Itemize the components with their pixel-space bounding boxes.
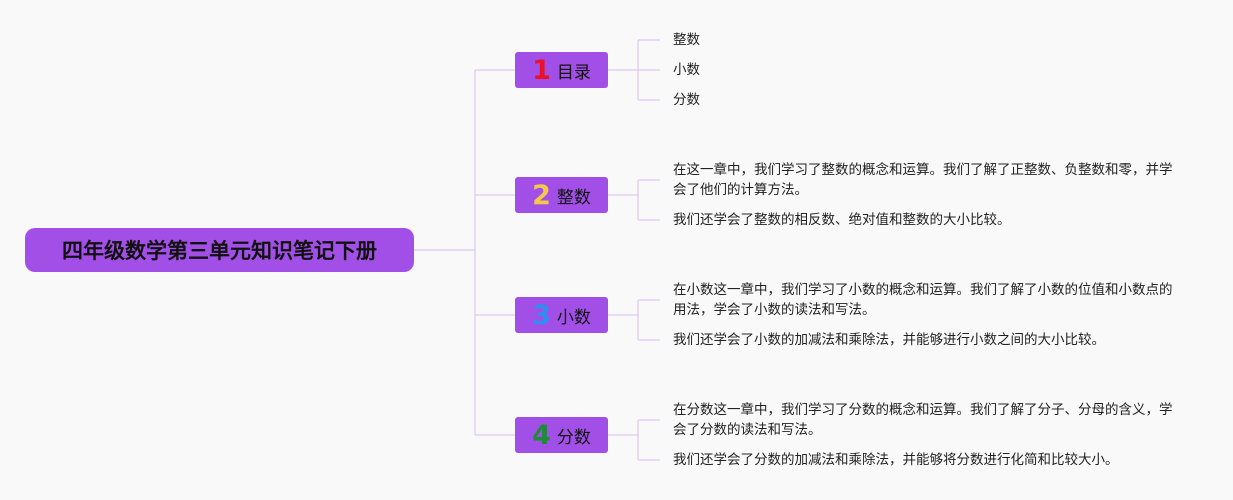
leaf-2-1[interactable]: 在这一章中，我们学习了整数的概念和运算。我们了解了正整数、负整数和零，并学会了他… [673, 162, 1173, 198]
branch-label-4: 分数 [556, 427, 591, 448]
leaf-2-2[interactable]: 我们还学会了整数的相反数、绝对值和整数的大小比较。 [673, 212, 1011, 228]
leaf-1-3[interactable]: 分数 [673, 92, 700, 108]
branch-label-2: 整数 [556, 187, 591, 208]
leaf-4-1[interactable]: 在分数这一章中，我们学习了分数的概念和运算。我们了解了分子、分母的含义，学会了分… [673, 402, 1173, 438]
leaf-3-2[interactable]: 我们还学会了小数的加减法和乘除法，并能够进行小数之间的大小比较。 [673, 332, 1105, 348]
branch-number-2: 2 [532, 179, 551, 211]
root-node[interactable]: 四年级数学第三单元知识笔记下册 [25, 228, 414, 272]
leaf-4-2[interactable]: 我们还学会了分数的加减法和乘除法，并能够将分数进行化简和比较大小。 [673, 452, 1119, 468]
branch-node-3[interactable]: 3 小数 [515, 297, 608, 333]
branch-number-4: 4 [532, 419, 551, 451]
root-title: 四年级数学第三单元知识笔记下册 [62, 239, 377, 263]
branch-node-2[interactable]: 2 整数 [515, 177, 608, 213]
branch-label-3: 小数 [556, 307, 591, 328]
branch-node-1[interactable]: 1 目录 [515, 52, 608, 88]
branch-node-4[interactable]: 4 分数 [515, 417, 608, 453]
branch-number-1: 1 [532, 54, 551, 86]
branch-number-3: 3 [532, 299, 551, 331]
leaf-1-1[interactable]: 整数 [673, 32, 700, 48]
leaf-3-1[interactable]: 在小数这一章中，我们学习了小数的概念和运算。我们了解了小数的位值和小数点的用法，… [673, 282, 1173, 318]
branch-label-1: 目录 [556, 62, 591, 83]
leaf-1-2[interactable]: 小数 [673, 62, 700, 78]
